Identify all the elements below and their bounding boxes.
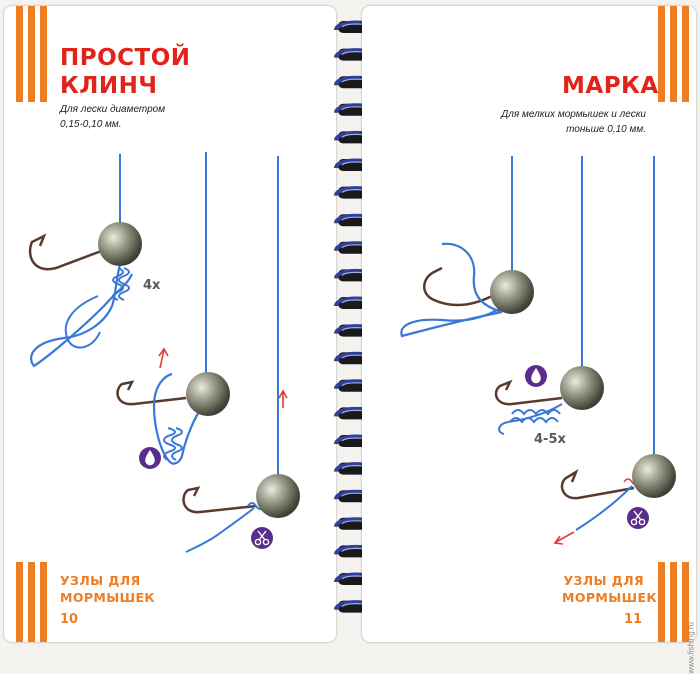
wrap-count-label: 4x	[143, 278, 161, 293]
fishing-line	[30, 257, 134, 368]
hook	[116, 380, 187, 406]
knot-step-1	[28, 154, 142, 368]
page-subtitle: Для лески диаметром 0,15-0,10 мм.	[60, 104, 166, 130]
fishing-line	[185, 507, 255, 553]
bottom-stripes-right	[658, 562, 689, 642]
page-number: 10	[60, 612, 79, 627]
bottom-stripes-left	[16, 562, 47, 642]
hook	[182, 486, 257, 514]
page-number: 11	[624, 612, 643, 627]
hook	[494, 379, 563, 406]
knot-step-1	[400, 156, 534, 338]
left-page: ПРОСТОЙ КЛИНЧ Для лески диаметром 0,15-0…	[4, 6, 336, 642]
knot-step-3	[553, 156, 676, 545]
bead	[560, 366, 604, 410]
section-footer-title: УЗЛЫ ДЛЯ МОРМЫШЕК	[60, 573, 156, 605]
watermark: www.fishing.ru	[687, 622, 696, 674]
pull-arrow	[278, 389, 288, 408]
page-title: ПРОСТОЙ КЛИНЧ	[60, 45, 191, 99]
knot-step-3	[182, 156, 300, 553]
hook	[560, 469, 635, 500]
line-wraps	[509, 409, 561, 424]
pull-arrow	[158, 347, 169, 369]
scissors-icon	[251, 527, 273, 549]
marka-knot-diagram	[400, 156, 676, 545]
wrap-count-label: 4-5x	[534, 432, 566, 447]
fishing-line	[575, 485, 633, 531]
section-footer-title: УЗЛЫ ДЛЯ МОРМЫШЕК	[562, 573, 658, 605]
knot-step-2	[116, 152, 230, 469]
page-subtitle: Для мелких мормышек и лески тоньше 0,10 …	[501, 109, 646, 135]
hook	[28, 233, 105, 271]
knot-step-2	[494, 156, 604, 435]
page-title: МАРКА	[562, 73, 659, 99]
hook	[423, 266, 493, 307]
fishing-line	[152, 372, 201, 465]
fishing-line	[498, 403, 563, 435]
top-stripes-left	[16, 6, 47, 102]
bead	[256, 474, 300, 518]
scissors-icon	[627, 507, 649, 529]
bead	[98, 222, 142, 266]
line-wraps	[112, 267, 130, 301]
right-page: МАРКА Для мелких мормышек и лески тоньше…	[362, 6, 696, 642]
water-drop-icon	[139, 447, 161, 469]
water-drop-icon	[525, 365, 547, 387]
bead	[186, 372, 230, 416]
bead	[632, 454, 676, 498]
top-stripes-right	[658, 6, 689, 102]
clinch-knot-diagram	[28, 152, 300, 553]
fishing-line	[400, 242, 505, 338]
bead	[490, 270, 534, 314]
pull-arrow	[553, 531, 575, 545]
line-wraps	[163, 427, 183, 461]
